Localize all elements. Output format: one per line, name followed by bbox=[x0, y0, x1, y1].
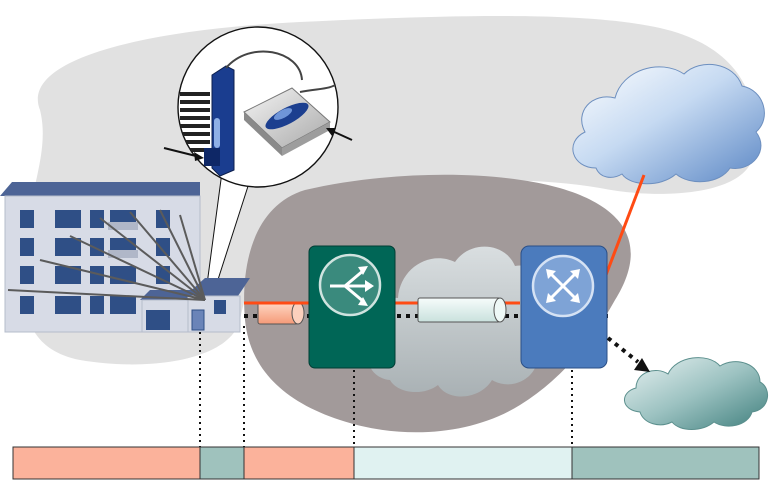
legend-segment-local-loop bbox=[200, 447, 244, 479]
legend-segment-core-transport bbox=[354, 447, 572, 479]
legend-segment-customer-premises bbox=[13, 447, 200, 479]
service-link-arrow bbox=[608, 338, 650, 372]
legend-segment-access-line bbox=[244, 447, 354, 479]
fiber-cable-segment-icon bbox=[418, 298, 506, 322]
legend-segment-service-network bbox=[572, 447, 759, 479]
router-icon bbox=[309, 246, 395, 368]
legend-bar bbox=[13, 447, 759, 479]
atm-switch-icon bbox=[521, 246, 607, 368]
copper-cable-segment-icon bbox=[258, 302, 304, 324]
